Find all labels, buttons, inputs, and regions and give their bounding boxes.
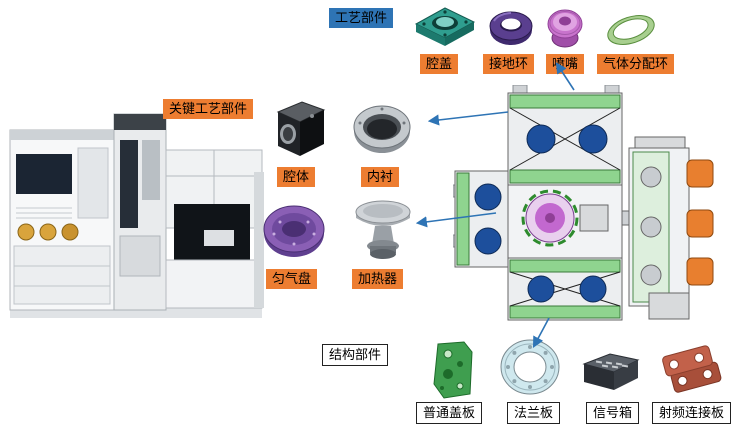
flange-plate-label: 法兰板 (507, 402, 561, 425)
process-components-label: 工艺部件 (329, 8, 394, 29)
ground-ring-label: 接地环 (483, 54, 535, 75)
gas-distribution-plate-image (260, 200, 328, 262)
signal-box-image (576, 350, 642, 394)
signal-box-label: 信号箱 (586, 402, 640, 425)
rf-connection-board-label: 射频连接板 (652, 402, 732, 425)
nozzle-label: 喷嘴 (546, 54, 585, 75)
heater-label: 加热器 (352, 269, 404, 290)
ground-ring-image (486, 6, 536, 52)
liner-image (350, 100, 414, 158)
chamber-lid-image (414, 6, 476, 52)
flange-plate-image (498, 336, 562, 398)
gas-distribution-ring-image (602, 8, 660, 52)
chamber-body-label: 腔体 (277, 167, 316, 188)
rf-connection-board-image (658, 342, 726, 398)
structure-components-label: 结构部件 (322, 344, 389, 367)
gas-distribution-ring-label: 气体分配环 (597, 54, 675, 75)
heater-image (350, 196, 416, 262)
nozzle-image (542, 4, 588, 52)
ordinary-cover-plate-image (424, 340, 478, 400)
equipment-top-view-drawing (453, 85, 721, 323)
liner-label: 内衬 (361, 167, 400, 188)
machine-photo-image (9, 113, 264, 318)
chamber-lid-label: 腔盖 (420, 54, 459, 75)
ordinary-cover-plate-label: 普通盖板 (416, 402, 483, 425)
chamber-body-image (272, 96, 328, 158)
key-process-components-label: 关键工艺部件 (163, 99, 254, 120)
gas-distribution-plate-label: 匀气盘 (266, 269, 318, 290)
machine-photo (8, 112, 266, 324)
